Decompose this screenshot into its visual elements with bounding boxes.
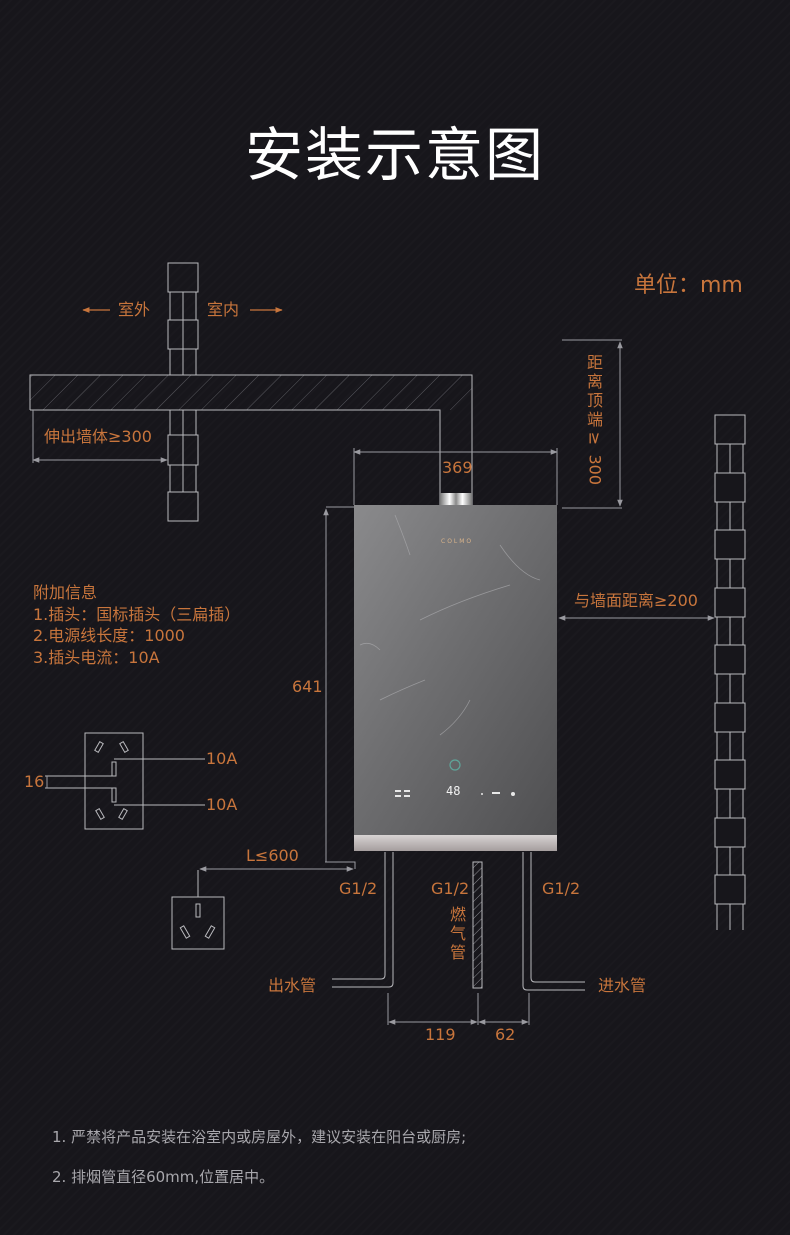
plug-current-label: 10A [206, 795, 238, 814]
inlet-water-pipe [522, 852, 585, 991]
char: 燃 [449, 905, 466, 924]
char: 气 [449, 924, 466, 943]
gas-pipe [472, 861, 483, 989]
note: 2. 排烟管直径60mm,位置居中。 [52, 1168, 275, 1186]
info-heading: 附加信息 [33, 583, 98, 602]
char: 离 [586, 372, 603, 391]
top-clearance-dim: 距 离 顶 端 ≥ 300 [585, 353, 605, 486]
indoor-label: 室内 [207, 300, 240, 319]
char: 端 [586, 410, 603, 429]
plug-diagram [45, 732, 205, 830]
height-dim: 641 [292, 677, 323, 696]
outlet-thread-label: G1/2 [339, 879, 378, 898]
inlet-pipe-label: 进水管 [598, 976, 647, 995]
char: 距 [586, 353, 603, 372]
wall-extension-dim: 伸出墙体≥300 [44, 427, 152, 446]
width-dim: 369 [442, 458, 473, 477]
plug-current-label: 10A [206, 749, 238, 768]
additional-info: 附加信息 1.插头：国标插头（三扁插） 2.电源线长度：1000 3.插头电流：… [33, 582, 240, 668]
water-heater [354, 493, 557, 851]
outlet-water-pipe [332, 852, 394, 988]
info-item: 1.插头：国标插头（三扁插） [33, 604, 241, 624]
pin-spacing-dim: 16 [24, 772, 45, 791]
wall-socket [171, 870, 225, 950]
outdoor-label: 室外 [118, 300, 151, 319]
outlet-gas-spacing-dim: 119 [425, 1025, 456, 1044]
unit-label: 单位：mm [634, 273, 743, 298]
char: 顶 [586, 391, 603, 410]
right-wall-pipe [714, 414, 746, 930]
note: 1. 严禁将产品安装在浴室内或房屋外，建议安装在阳台或厨房; [52, 1128, 467, 1146]
inlet-thread-label: G1/2 [542, 879, 581, 898]
outdoor-flue-pipe [167, 262, 199, 522]
side-clearance-dim: 与墙面距离≥200 [574, 591, 698, 610]
info-item: 3.插头电流：10A [33, 647, 160, 667]
char: ≥ [585, 431, 605, 446]
page-title: 安装示意图 [244, 121, 545, 189]
gas-inlet-spacing-dim: 62 [495, 1025, 516, 1044]
info-item: 2.电源线长度：1000 [33, 626, 185, 645]
cable-length-dim: L≤600 [246, 846, 299, 865]
outlet-pipe-label: 出水管 [268, 976, 317, 995]
flue-collar [440, 493, 472, 506]
char: 300 [585, 454, 605, 486]
gas-thread-label: G1/2 [431, 879, 470, 898]
wall [29, 374, 473, 505]
heater-display: 48 [446, 784, 461, 798]
brand-logo: COLMO [441, 538, 474, 545]
char: 管 [449, 943, 466, 962]
gas-pipe-label: 燃 气 管 [449, 905, 467, 962]
